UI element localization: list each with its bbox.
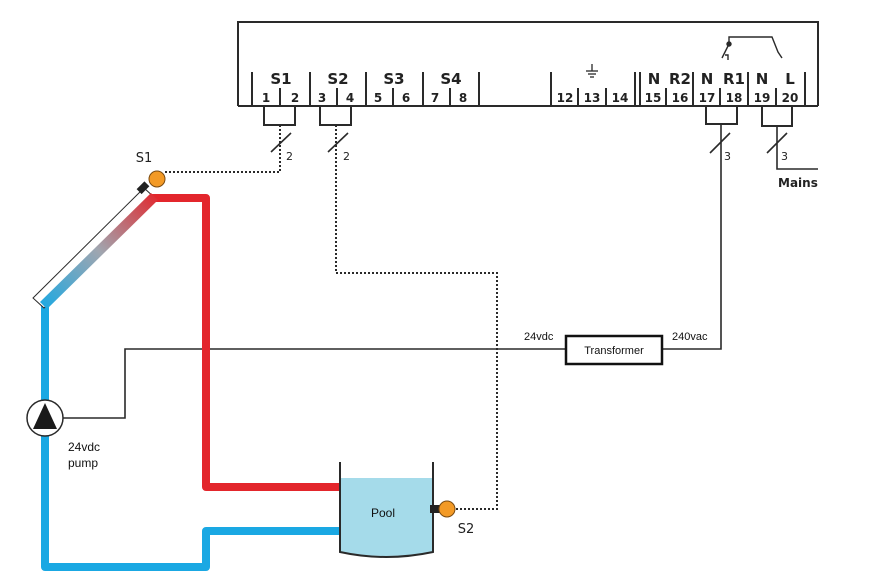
s2-sensor-wire <box>335 125 498 510</box>
terminal-5: 5 <box>374 91 382 105</box>
pump-label-line1: 24vdc <box>68 440 100 454</box>
terminal-label-r2: R2 <box>669 70 691 88</box>
transformer-input-label: 240vac <box>672 331 708 343</box>
transformer-label: Transformer <box>584 345 644 357</box>
terminal-16: 16 <box>672 91 689 105</box>
ground-icon <box>586 64 598 78</box>
sensor-s1-label: S1 <box>136 151 153 166</box>
group-label-s1: S1 <box>270 70 291 88</box>
terminal-4: 4 <box>346 91 354 105</box>
terminal-1: 1 <box>262 91 270 105</box>
s2-cable-count: 2 <box>343 150 350 163</box>
terminal-3: 3 <box>318 91 326 105</box>
mains-cable-count: 3 <box>781 150 788 163</box>
terminal-label-n-17: N <box>701 70 714 88</box>
terminal-brackets <box>263 106 793 127</box>
transformer-to-pump-wire <box>62 348 566 419</box>
r1-cable-count: 3 <box>724 150 731 163</box>
sensor-s2-icon <box>438 500 456 518</box>
terminal-20: 20 <box>782 91 799 105</box>
group-label-s3: S3 <box>383 70 404 88</box>
s1-sensor-mount <box>136 181 150 195</box>
terminal-dividers <box>251 72 806 106</box>
terminal-label-l: L <box>785 70 795 88</box>
s2-sensor-mount <box>430 505 440 513</box>
controller-box: S1 S2 S3 S4 1 2 3 4 5 6 7 8 12 13 14 N R… <box>237 21 819 107</box>
terminal-label-r1: R1 <box>723 70 745 88</box>
hot-pipe <box>150 194 346 491</box>
relay-switch-icon <box>721 36 783 60</box>
sensor-s1-icon <box>148 170 166 188</box>
mains-label: Mains <box>778 176 818 190</box>
r1-to-transformer-wire <box>662 124 722 350</box>
pool-tank <box>339 462 434 558</box>
pool-label: Pool <box>371 506 395 520</box>
terminal-6: 6 <box>402 91 410 105</box>
terminal-14: 14 <box>612 91 629 105</box>
terminal-18: 18 <box>726 91 743 105</box>
terminal-17: 17 <box>699 91 716 105</box>
pump-label-line2: pump <box>68 456 98 470</box>
cold-pipe <box>41 305 346 571</box>
terminal-19: 19 <box>754 91 771 105</box>
transformer-box <box>564 334 664 366</box>
group-label-s2: S2 <box>327 70 348 88</box>
terminal-15: 15 <box>645 91 662 105</box>
solar-collector <box>32 181 158 309</box>
transformer-output-label: 24vdc <box>524 331 554 343</box>
terminal-8: 8 <box>459 91 467 105</box>
terminal-12: 12 <box>557 91 574 105</box>
terminal-7: 7 <box>431 91 439 105</box>
sensor-s2-label: S2 <box>458 522 475 537</box>
terminal-label-n-19: N <box>756 70 769 88</box>
s1-cable-count: 2 <box>286 150 293 163</box>
group-label-s4: S4 <box>440 70 461 88</box>
s1-sensor-wire <box>165 125 281 173</box>
mains-wire <box>776 126 818 170</box>
terminal-2: 2 <box>291 91 299 105</box>
terminal-label-n-15: N <box>648 70 661 88</box>
pump-icon <box>26 399 64 437</box>
terminal-13: 13 <box>584 91 601 105</box>
